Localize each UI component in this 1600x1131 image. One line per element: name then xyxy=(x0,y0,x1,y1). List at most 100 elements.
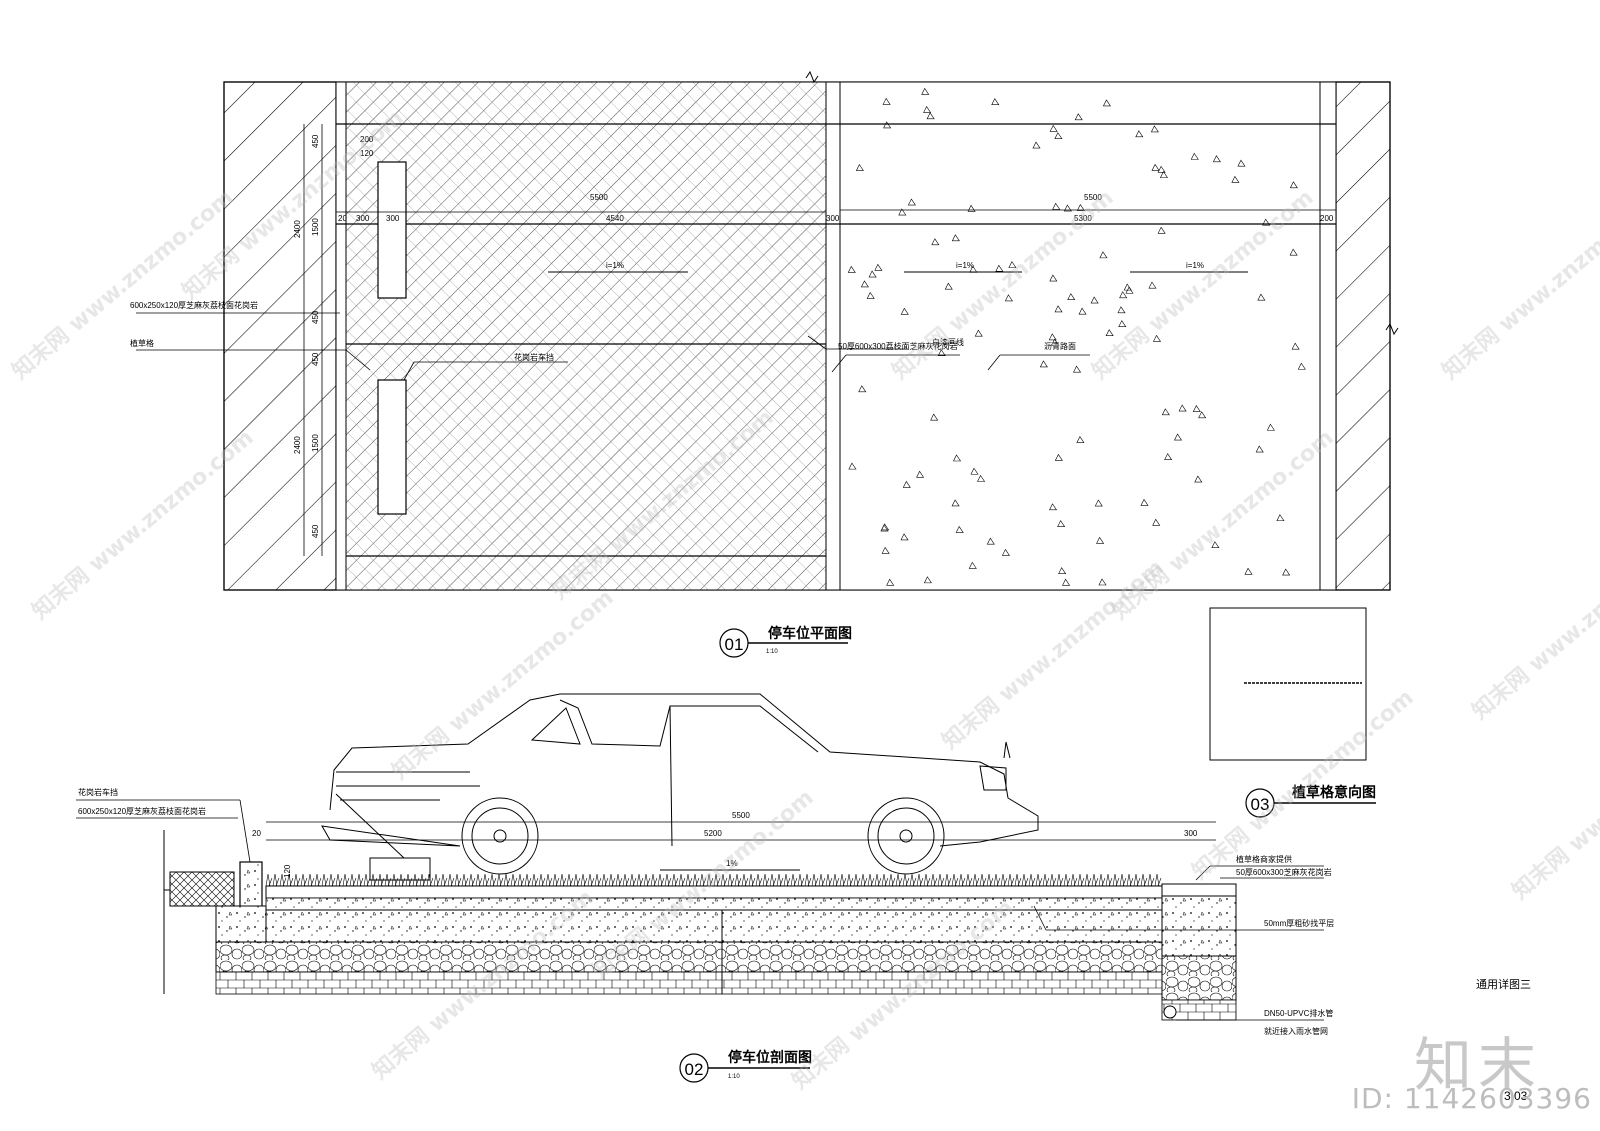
grass-blade xyxy=(300,873,308,887)
grass-blade xyxy=(1021,873,1029,887)
slope-2: i=1% xyxy=(956,261,974,270)
grass-blade xyxy=(440,873,448,887)
label-granite-strip: 50厚600x300荔枝面芝麻灰花岗岩 xyxy=(838,341,958,351)
dim-4540: 4540 xyxy=(606,214,624,223)
asphalt-speck xyxy=(1257,293,1266,301)
dim-stop-w: 200 xyxy=(360,135,374,144)
grass-blade xyxy=(853,873,861,887)
grass-blade xyxy=(482,873,490,887)
grass-blade xyxy=(867,873,875,887)
asphalt-speck xyxy=(1135,130,1144,138)
grass-blade xyxy=(398,873,406,887)
asphalt-speck xyxy=(1174,433,1183,441)
label-wheel-stop: 花岗岩车挡 xyxy=(514,352,554,362)
grass-blade xyxy=(1000,873,1008,887)
asphalt-speck xyxy=(880,524,889,532)
dim-300a: 300 xyxy=(356,214,370,223)
grass-blade xyxy=(1049,873,1057,887)
slope-1: i=1% xyxy=(606,261,624,270)
asphalt-speck xyxy=(926,112,935,120)
asphalt-speck xyxy=(883,121,892,129)
grass-blade xyxy=(629,873,637,887)
section-wheel-stop xyxy=(239,861,263,911)
sec-label-drain-note: 就近接入雨水管网 xyxy=(1264,1026,1328,1036)
asphalt-speck xyxy=(1076,204,1085,211)
asphalt-speck xyxy=(1102,99,1111,107)
grass-blade xyxy=(1084,873,1092,887)
grass-blade xyxy=(538,873,546,887)
asphalt-speck xyxy=(874,263,883,271)
grass-blade xyxy=(797,873,805,887)
grass-blade xyxy=(265,873,273,887)
asphalt-speck xyxy=(937,349,946,357)
asphalt-speck xyxy=(951,499,960,507)
asphalt-speck xyxy=(855,164,864,171)
grass-blade xyxy=(391,873,399,887)
sec-label-granite-curb: 600x250x120厚芝麻灰荔枝面花岗岩 xyxy=(78,806,206,816)
asphalt-speck xyxy=(1054,132,1063,140)
grass-blade xyxy=(580,873,588,887)
asphalt-speck xyxy=(930,413,939,421)
grass-blade xyxy=(412,873,420,887)
asphalt-speck xyxy=(1255,445,1264,453)
asphalt-speck xyxy=(1192,404,1201,412)
grass-blade xyxy=(692,873,700,887)
grass-blade xyxy=(419,873,427,887)
granite-strip-left xyxy=(335,81,347,591)
grass-blade xyxy=(811,873,819,887)
sheet-number: 3.03 xyxy=(1504,1089,1528,1103)
grass-blade xyxy=(755,873,763,887)
label-white-line: 白漆画线 xyxy=(932,337,964,347)
grass-blade xyxy=(468,873,476,887)
grass-blade xyxy=(762,873,770,887)
sec-label-paver-vendor: 植草格商家提供 xyxy=(1236,854,1292,864)
grass-blade xyxy=(454,873,462,887)
asphalt-speck xyxy=(977,474,986,482)
grass-blade xyxy=(804,873,812,887)
asphalt-speck xyxy=(900,307,909,315)
grass-blade xyxy=(657,873,665,887)
dim-v-450-mid-b: 450 xyxy=(311,352,320,366)
dim-v-2400-top: 2400 xyxy=(293,220,302,238)
asphalt-speck xyxy=(921,87,930,95)
grass-blade xyxy=(447,873,455,887)
asphalt-speck xyxy=(931,238,940,246)
asphalt-speck xyxy=(1074,113,1083,121)
ref-title: 植草格意向图 xyxy=(1291,784,1376,800)
grass-blade xyxy=(426,873,434,887)
asphalt-speck xyxy=(1049,124,1058,132)
grass-blade xyxy=(706,873,714,887)
grass-blade xyxy=(1154,873,1162,887)
section-dim-right: 300 xyxy=(1184,829,1198,838)
grass-blade xyxy=(321,873,329,887)
asphalt-speck xyxy=(1094,499,1103,507)
asphalt-speck xyxy=(1117,306,1126,314)
grass-blade xyxy=(356,873,364,887)
grass-blade xyxy=(776,873,784,887)
asphalt-speck xyxy=(848,462,857,470)
grass-blade xyxy=(433,873,441,887)
asphalt-speck xyxy=(1151,163,1160,171)
brand-watermark: 知末 xyxy=(1413,1031,1542,1099)
asphalt-speck xyxy=(1266,423,1275,431)
grass-blade xyxy=(839,873,847,887)
section-dim-stop-h: 120 xyxy=(283,864,292,878)
dim-v-2400-bot: 2400 xyxy=(293,436,302,454)
asphalt-speck xyxy=(1096,536,1105,544)
dim-5500a: 5500 xyxy=(590,193,608,202)
grass-blade xyxy=(888,873,896,887)
grass-blade xyxy=(643,873,651,887)
asphalt-speck xyxy=(1049,503,1058,511)
asphalt-speck xyxy=(847,265,856,273)
dim-v-450-top: 450 xyxy=(311,134,320,148)
asphalt-speck xyxy=(1078,307,1087,315)
grass-blade xyxy=(552,873,560,887)
grass-blade xyxy=(1070,873,1078,887)
grass-blade xyxy=(902,873,910,887)
grass-blade xyxy=(993,873,1001,887)
asphalt-specks xyxy=(847,87,1306,586)
grass-blade xyxy=(699,873,707,887)
grass-blade xyxy=(909,873,917,887)
grass-blade xyxy=(923,873,931,887)
